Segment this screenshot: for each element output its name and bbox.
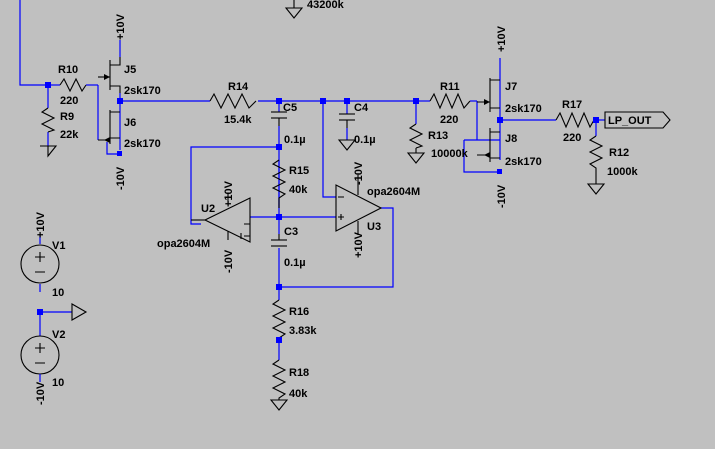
u2-neg-supply: -10V [223, 249, 235, 273]
c5-value: 0.1µ [284, 134, 306, 146]
ground-r9 [40, 145, 58, 158]
r18-name: R18 [289, 367, 309, 379]
j5-supply: +10V [115, 13, 127, 40]
jfets [98, 57, 500, 162]
resistor-r18 [271, 359, 287, 400]
r12-name: R12 [609, 147, 629, 159]
jfet-j5 [98, 57, 121, 93]
u3-model: opa2604M [367, 186, 420, 198]
c4-value: 0.1µ [354, 134, 376, 146]
resistor-r10 [59, 77, 87, 93]
u2-model: opa2604M [157, 238, 210, 250]
r10-name: R10 [58, 64, 78, 76]
ground-r18 [269, 399, 289, 411]
lp-out-label: LP_OUT [608, 115, 652, 127]
resistor-r12 [588, 135, 604, 184]
u3-name: U3 [367, 221, 381, 233]
v1-value: 10 [52, 287, 64, 299]
j7-model: 2sk170 [505, 103, 542, 115]
resistor-r13 [408, 123, 424, 149]
r16-name: R16 [289, 306, 309, 318]
v2-name: V2 [52, 329, 65, 341]
r14-name: R14 [228, 81, 249, 93]
v2-value: 10 [52, 377, 64, 389]
v2-supply: -10V [35, 381, 47, 405]
r13-value: 10000k [431, 148, 469, 160]
opamps [191, 175, 383, 243]
j7-name: J7 [505, 81, 517, 93]
u2-name: U2 [201, 203, 215, 215]
ground-c4 [337, 139, 357, 151]
opamp-u3 [335, 175, 383, 235]
ground-sources [71, 303, 88, 321]
ground-top [284, 0, 304, 19]
ground-r12 [586, 183, 606, 195]
voltage-source-v1 [20, 234, 60, 284]
labels: 43200k +10V J5 2sk170 R10 220 R9 22k J6 … [35, 0, 652, 405]
r15-value: 40k [289, 184, 308, 196]
j7-supply: +10V [496, 25, 508, 52]
jfet-j7 [477, 78, 500, 112]
grounds [40, 0, 606, 411]
j5-name: J5 [124, 64, 136, 76]
r15-name: R15 [289, 165, 309, 177]
r16-value: 3.83k [289, 325, 317, 337]
junction-dots [37, 82, 599, 343]
resistor-r17 [555, 111, 595, 129]
top-value: 43200k [307, 0, 345, 11]
c5-name: C5 [283, 102, 297, 114]
j8-supply: -10V [496, 184, 508, 208]
c4-name: C4 [354, 102, 369, 114]
r9-name: R9 [60, 111, 74, 123]
jfet-j6 [98, 110, 120, 144]
ground-r13 [406, 148, 426, 164]
r11-value: 220 [440, 114, 458, 126]
r10-value: 220 [60, 95, 78, 107]
r18-value: 40k [289, 388, 308, 400]
resistor-r14 [209, 92, 257, 110]
opamp-u2 [191, 193, 251, 243]
v1-supply: +10V [35, 211, 47, 238]
u2-pos-supply: +10V [223, 180, 235, 207]
j6-name: J6 [124, 117, 136, 129]
v1-name: V1 [52, 240, 65, 252]
capacitors [271, 111, 355, 247]
voltage-sources [20, 234, 60, 382]
capacitor-c4 [339, 113, 355, 128]
resistor-r15 [271, 159, 287, 208]
j5-model: 2sk170 [124, 85, 161, 97]
c3-name: C3 [284, 226, 298, 238]
u3-pos-supply: +10V [353, 231, 365, 258]
capacitor-c5 [271, 111, 287, 126]
resistor-r9 [40, 107, 56, 133]
j8-model: 2sk170 [505, 156, 542, 168]
output-port-lp-out [604, 111, 671, 129]
j8-name: J8 [505, 133, 517, 145]
capacitor-c3 [271, 234, 287, 247]
r17-value: 220 [563, 132, 581, 144]
wires [19, 0, 605, 360]
r9-value: 22k [60, 129, 79, 141]
voltage-source-v2 [20, 335, 60, 382]
r14-value: 15.4k [224, 114, 252, 126]
r17-name: R17 [562, 99, 582, 111]
c3-value: 0.1µ [284, 257, 306, 269]
j6-model: 2sk170 [124, 138, 161, 150]
r11-name: R11 [440, 81, 460, 93]
j6-supply: -10V [115, 166, 127, 190]
jfet-j8 [477, 128, 500, 162]
u3-neg-supply: -10V [353, 161, 365, 185]
resistor-r16 [271, 299, 287, 340]
r12-value: 1000k [607, 166, 638, 178]
resistor-r11 [429, 92, 471, 110]
resistors [40, 77, 604, 400]
r13-name: R13 [428, 130, 448, 142]
